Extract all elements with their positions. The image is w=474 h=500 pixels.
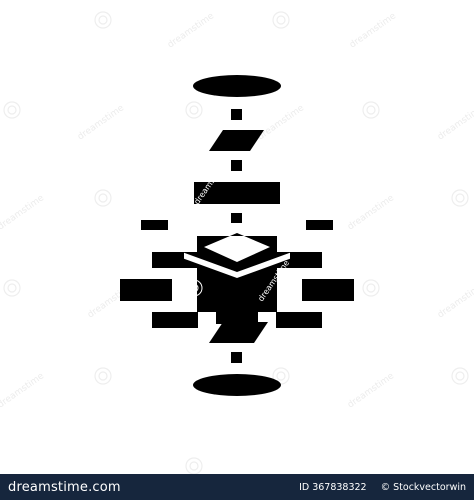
left-branch-bar [141, 220, 168, 230]
connector-dash [231, 213, 242, 223]
output-parallelogram-shape [209, 322, 268, 343]
connector-dash [231, 352, 242, 363]
process-rectangle-shape [194, 182, 280, 204]
right-bottom-bar [276, 312, 322, 328]
connector-dash [231, 109, 242, 120]
end-terminator-shape [193, 374, 281, 396]
left-process-block [120, 279, 172, 301]
author-credit: © Stockvectorwin [381, 482, 466, 493]
input-parallelogram-shape [209, 130, 264, 151]
right-process-block [302, 279, 354, 301]
connector-dash [231, 160, 242, 171]
author-name[interactable]: Stockvectorwin [393, 481, 466, 493]
left-bottom-bar [152, 312, 198, 328]
stock-image: dreamstime dreamstime dreamstime dreamst… [0, 10, 474, 474]
flowchart-icon: dreamstime dreamstime [120, 75, 354, 396]
decision-hub-shape [182, 233, 292, 324]
left-lower-bar [152, 252, 184, 268]
start-terminator-shape [193, 75, 281, 97]
right-lower-bar [290, 252, 322, 268]
image-id-label: ID 367838322 [299, 481, 367, 493]
hub-facet-cut [182, 252, 292, 278]
swirl-icon [185, 279, 203, 297]
right-branch-bar [306, 220, 333, 230]
footer-meta: ID 367838322 © Stockvectorwin [299, 482, 466, 493]
copyright-icon: © [380, 481, 391, 493]
stock-footer-bar: dreamstime.com ID 367838322 © Stockvecto… [0, 474, 474, 500]
footer-brand-logo[interactable]: dreamstime.com [8, 479, 121, 495]
